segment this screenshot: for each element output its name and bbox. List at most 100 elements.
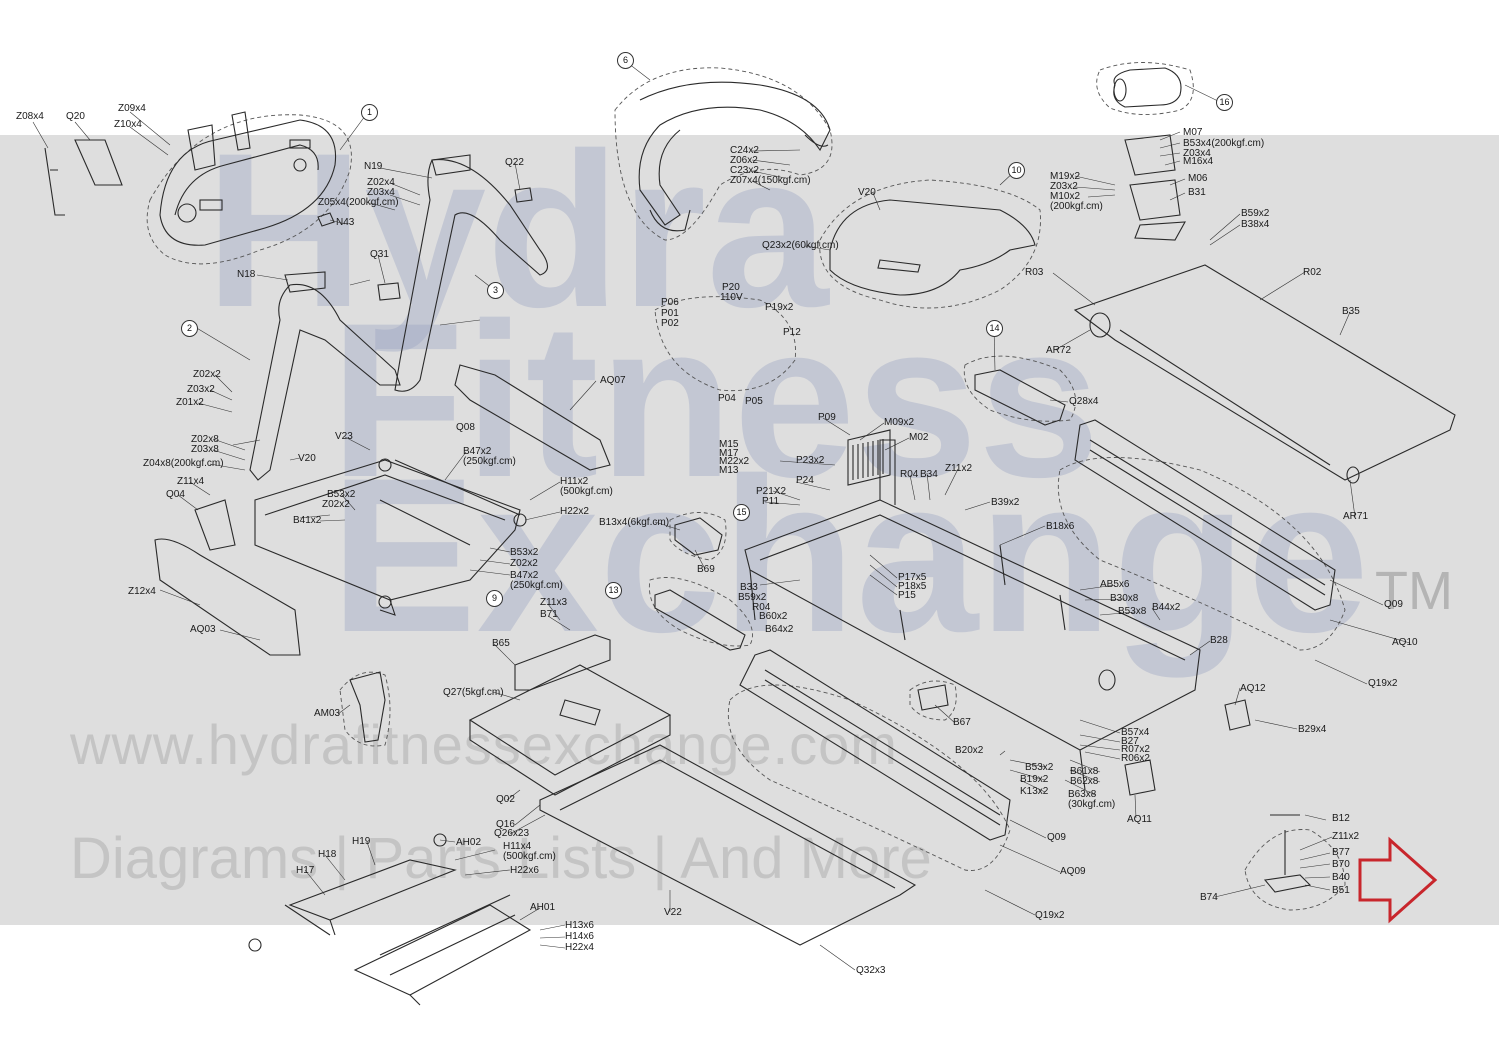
side-panel-q20 (74, 139, 123, 186)
running-deck (1073, 264, 1456, 481)
part-label: M19x2 (1050, 171, 1081, 182)
upright-right (394, 159, 549, 392)
part-label: AQ11 (1127, 814, 1152, 825)
wiring-group-outline (654, 296, 797, 392)
part-label: (500kgf.cm) (560, 486, 613, 497)
part-label: Q28x4 (1069, 396, 1099, 407)
part-label: AM03 (314, 708, 341, 719)
part-label: C23x2 (730, 165, 759, 176)
part-label: Z01x2 (176, 397, 204, 408)
part-label: N19 (364, 161, 383, 172)
console-bracket (187, 111, 251, 171)
part-label: Q20 (66, 111, 85, 122)
part-label: AH01 (530, 902, 556, 913)
part-label: P09 (818, 412, 836, 423)
side-rail-left-outline (727, 684, 1011, 871)
upright-left (249, 283, 401, 481)
part-label: Q09 (1384, 599, 1403, 610)
grip-n43 (317, 212, 335, 227)
part-label: Z07x4(150kgf.cm) (730, 175, 811, 186)
part-label: Z03x8 (191, 444, 219, 455)
motor-cover-group-outline (819, 179, 1041, 309)
part-label: R03 (1025, 267, 1044, 278)
handgrip-n18 (284, 271, 326, 293)
part-label: P17x5 (898, 572, 927, 583)
part-label: B53x2 (327, 489, 356, 500)
watermark-band (0, 135, 1499, 925)
part-label: M10x2 (1050, 191, 1081, 202)
part-label: P12 (783, 327, 801, 338)
part-label: B59x2 (1241, 208, 1270, 219)
part-label: (200kgf.cm) (1050, 201, 1103, 212)
watermark-brand-line1: Hydra (205, 107, 829, 353)
part-label: R07x2 (1121, 744, 1150, 755)
part-label: (250kgf.cm) (463, 456, 516, 467)
motor-16 (1113, 67, 1182, 108)
shroud-aq03 (154, 538, 301, 656)
part-label: Z04x8(200kgf.cm) (143, 458, 224, 469)
end-cap-aq12 (1224, 699, 1251, 731)
base-frame-9 (254, 459, 521, 601)
part-label: B34 (920, 469, 938, 480)
part-label: M16x4 (1183, 156, 1214, 167)
part-label: H22x6 (510, 865, 539, 876)
callout-13: 13 (605, 582, 622, 599)
part-label: M06 (1188, 173, 1208, 184)
part-label: H19 (352, 836, 371, 847)
part-label: Q23x2(60kgf.cm) (762, 240, 839, 251)
part-label: P18x5 (898, 581, 927, 592)
part-label: B51 (1332, 885, 1350, 896)
part-label: P11 (762, 496, 780, 507)
guard-group-outline (963, 355, 1077, 422)
guard-14 (974, 369, 1066, 426)
step-13 (654, 589, 746, 651)
part-label: B38x4 (1241, 219, 1270, 230)
part-label: K13x2 (1020, 786, 1049, 797)
watermark-tagline: Diagrams | Parts Lists | And More (70, 826, 932, 891)
part-label: Z02x2 (322, 499, 350, 510)
part-label: B31 (1188, 187, 1206, 198)
part-label: Z12x4 (128, 586, 156, 597)
part-label: Z10x4 (114, 119, 142, 130)
part-label: P05 (745, 396, 763, 407)
motor-group-outline (1096, 62, 1194, 115)
part-label: R02 (1303, 267, 1322, 278)
part-label: M22x2 (719, 456, 750, 467)
part-label: Q32x3 (856, 965, 886, 976)
part-label: AQ07 (600, 375, 626, 386)
part-label: B13x4(6kgf.cm) (599, 517, 670, 528)
part-label: B77 (1332, 847, 1350, 858)
part-label: B69 (697, 564, 715, 575)
part-label: B74 (1200, 892, 1218, 903)
handgrip-n19 (431, 154, 471, 176)
part-label: Q16 (496, 819, 515, 830)
part-label: M07 (1183, 127, 1203, 138)
part-label: Z05x4(200kgf.cm) (318, 197, 399, 208)
part-label: AQ12 (1240, 683, 1266, 694)
leg-frame-ah01 (353, 904, 532, 996)
callout-3: 3 (487, 282, 504, 299)
callout-6: 6 (617, 52, 634, 69)
console-group-outline (146, 114, 352, 265)
callout-10: 10 (1008, 162, 1025, 179)
motor-cover-10 (829, 199, 1036, 296)
foot-b74 (1263, 814, 1312, 893)
crossbar (379, 459, 521, 546)
part-label: Z11x3 (540, 597, 568, 608)
cover15-outline (669, 512, 727, 561)
part-label: M17 (719, 448, 739, 459)
part-label: B53x2 (510, 547, 539, 558)
part-label: B57x4 (1121, 727, 1150, 738)
side-cover-aq07 (454, 364, 611, 471)
part-label: H18 (318, 849, 337, 860)
part-label: P21X2 (756, 486, 787, 497)
part-label: B44x2 (1152, 602, 1181, 613)
part-label: B28 (1210, 635, 1228, 646)
leg-frame-h19 (288, 859, 457, 921)
cover-q31 (377, 282, 401, 301)
part-label: B70 (1332, 859, 1350, 870)
watermark-brand-line3: Exchange (330, 432, 1370, 678)
part-label: Q09 (1047, 832, 1066, 843)
watermark-url: www.hydrafitnessexchange.com (70, 713, 898, 776)
part-label: B35 (1342, 306, 1360, 317)
